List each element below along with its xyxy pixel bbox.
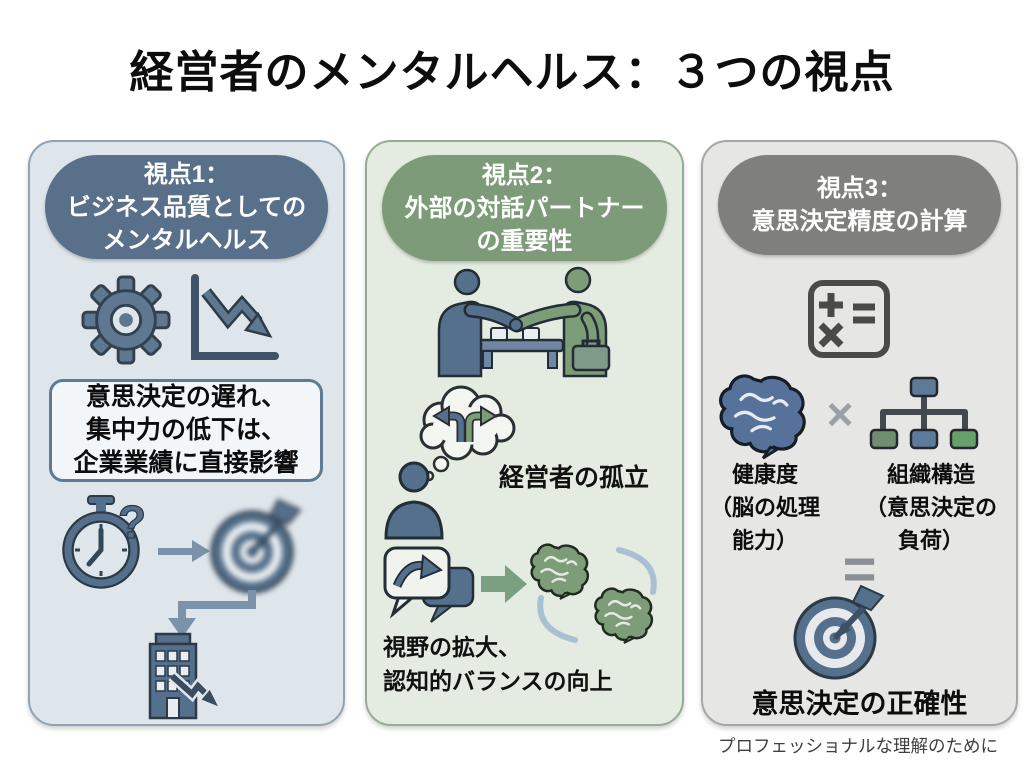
card2-header: 視点2： 外部の対話パートナー の重要性 — [382, 155, 667, 261]
card1-header-line: メンタルヘルス — [102, 226, 271, 254]
structure-factor-line: （意思決定の — [864, 495, 997, 520]
executive-person-icon — [384, 461, 444, 540]
footer-note: プロフェッショナルな理解のために — [718, 736, 998, 756]
card1-callout-line: 集中力の低下は、 — [85, 416, 286, 444]
structure-factor-line: 組織構造 — [886, 462, 975, 487]
flow-arrow-icon — [158, 540, 210, 562]
handshake-meeting-icon — [437, 266, 611, 378]
health-factor-line: 能力） — [731, 528, 798, 553]
accuracy-target-icon — [793, 584, 885, 680]
thought-bubble-paths-icon — [419, 385, 516, 482]
declining-chart-icon — [191, 274, 279, 360]
svg-text:?: ? — [118, 496, 146, 548]
org-chart-icon — [869, 376, 979, 450]
card2-header-line: 視点2： — [481, 161, 568, 189]
card-perspective-3: 視点3： 意思決定精度の計算 × 健康度 （脳の処理 能力） — [701, 140, 1018, 726]
card-perspective-1: 視点1： ビジネス品質としての メンタルヘルス — [28, 140, 345, 726]
stopwatch-question-icon: ? — [62, 495, 147, 589]
card3-header-line: 意思決定精度の計算 — [751, 208, 968, 235]
gear-icon — [81, 275, 171, 365]
card1-header-line: ビジネス品質としての — [66, 193, 307, 221]
health-factor-label: 健康度 （脳の処理 能力） — [699, 458, 831, 557]
card3-header-line: 視点3： — [816, 175, 903, 202]
card1-callout-line: 企業業績に直接影響 — [73, 449, 299, 477]
result-label: 意思決定の正確性 — [751, 689, 968, 719]
card-perspective-2: 視点2： 外部の対話パートナー の重要性 — [365, 140, 684, 726]
brains-cycle-icon — [530, 543, 657, 644]
green-arrow-icon — [481, 565, 527, 603]
benefit-line: 認知的バランスの向上 — [383, 668, 613, 694]
benefit-label: 視野の拡大、 認知的バランスの向上 — [383, 630, 613, 698]
card1-callout-line: 意思決定の遅れ、 — [85, 383, 287, 411]
benefit-line: 視野の拡大、 — [383, 634, 521, 660]
card2-header-line: 外部の対話パートナー — [404, 194, 645, 222]
card2-header-line: の重要性 — [476, 227, 573, 255]
elbow-arrow-icon — [168, 590, 256, 638]
chat-exchange-icon — [383, 546, 475, 623]
card1-header: 視点1： ビジネス品質としての メンタルヘルス — [45, 155, 328, 259]
card1-header-line: 視点1： — [143, 160, 230, 188]
calculator-icon — [808, 280, 890, 358]
structure-factor-line: 負荷） — [897, 528, 964, 553]
health-factor-line: （脳の処理 — [709, 495, 820, 520]
brain-icon — [719, 374, 806, 460]
declining-building-icon — [148, 632, 223, 720]
structure-factor-label: 組織構造 （意思決定の 負荷） — [847, 458, 1015, 557]
page-title: 経営者のメンタルヘルス：３つの視点 — [129, 48, 895, 97]
blurred-target-icon — [210, 498, 302, 594]
card1-callout: 意思決定の遅れ、 集中力の低下は、 企業業績に直接影響 — [49, 379, 323, 482]
multiply-operator: × — [826, 388, 854, 440]
card3-header: 視点3： 意思決定精度の計算 — [718, 155, 1001, 255]
health-factor-line: 健康度 — [731, 462, 798, 487]
isolation-label: 経営者の孤立 — [499, 464, 650, 492]
